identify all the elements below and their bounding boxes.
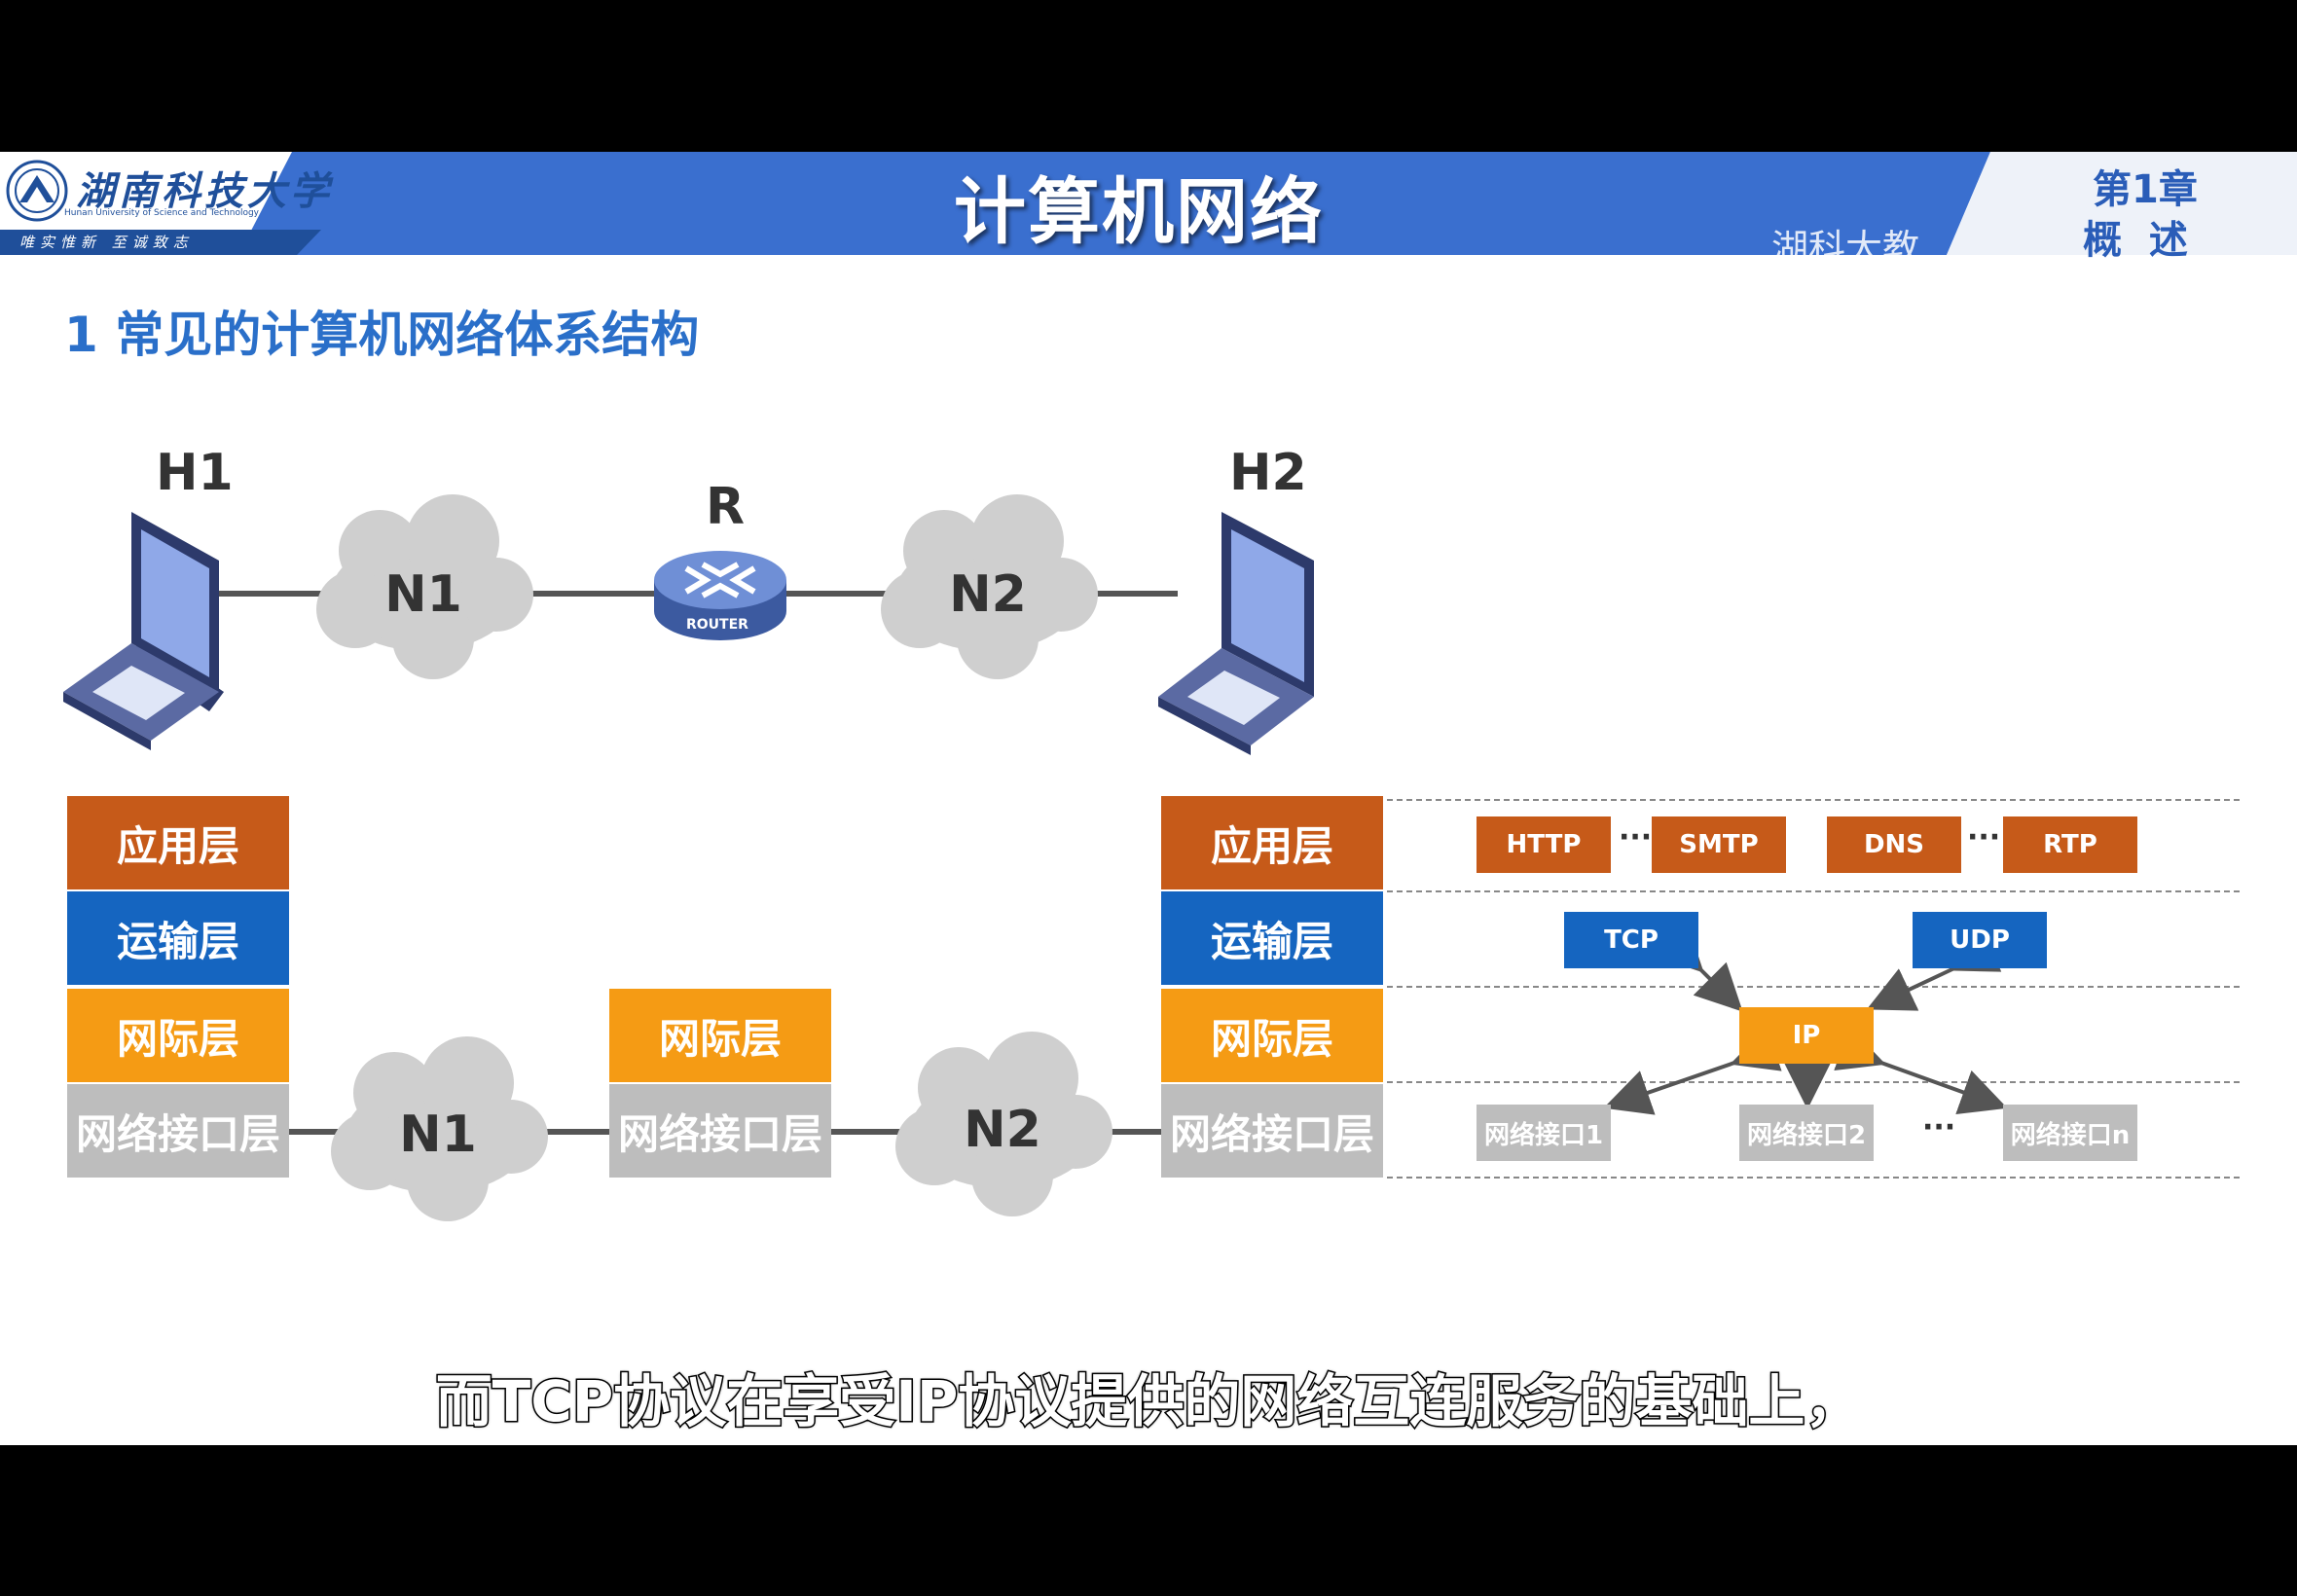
- protocol-rtp: RTP: [2003, 816, 2137, 873]
- cloud-n2-top: [881, 494, 1098, 679]
- chapter-title: 概 述: [2083, 218, 2188, 263]
- protocol-tcp: TCP: [1564, 912, 1698, 968]
- network-interface-1: 网络接口1: [1477, 1105, 1611, 1161]
- university-name: 湖南科技大学: [76, 168, 333, 214]
- laptop-h1-icon: [63, 512, 224, 750]
- network-n1-bottom-label: N1: [399, 1106, 477, 1164]
- page-title: 计算机网络: [954, 169, 1324, 254]
- network-interface-n: 网络接口n: [2003, 1105, 2137, 1161]
- router-internet-layer: 网际层: [609, 989, 831, 1082]
- h1-application-layer: 应用层: [67, 796, 289, 889]
- h1-internet-layer: 网际层: [67, 989, 289, 1082]
- header-banner: [0, 152, 2297, 255]
- interface-ellipsis: ···: [1922, 1110, 1956, 1144]
- university-seal-icon: [6, 160, 68, 222]
- h2-internet-layer: 网际层: [1161, 989, 1383, 1082]
- protocol-ip: IP: [1739, 1007, 1874, 1064]
- router-network-interface-layer: 网络接口层: [609, 1084, 831, 1178]
- section-heading: 1 常见的计算机网络体系结构: [64, 307, 700, 363]
- protocol-arrows: [1603, 923, 2008, 1115]
- h1-network-interface-layer: 网络接口层: [67, 1084, 289, 1178]
- cloud-n2-bottom: [895, 1032, 1112, 1216]
- network-n2-bottom-label: N2: [964, 1101, 1041, 1159]
- university-name-en: Hunan University of Science and Technolo…: [64, 208, 260, 218]
- network-n2-top-label: N2: [949, 565, 1027, 624]
- router-label: R: [706, 478, 746, 536]
- video-caption: 而TCP协议在享受IP协议提供的网络互连服务的基础上，: [434, 1367, 1863, 1436]
- h2-transport-layer: 运输层: [1161, 891, 1383, 985]
- slide: 湖南科技大学 Hunan University of Science and T…: [0, 152, 2297, 1445]
- laptop-h2-icon: [1158, 512, 1314, 755]
- network-n1-top-label: N1: [384, 565, 462, 624]
- protocol-dns: DNS: [1827, 816, 1961, 873]
- h1-transport-layer: 运输层: [67, 891, 289, 985]
- topology-graphics: [63, 494, 2243, 1221]
- protocol-udp: UDP: [1913, 912, 2047, 968]
- h2-network-interface-layer: 网络接口层: [1161, 1084, 1383, 1178]
- app-ellipsis-1: ···: [1619, 820, 1653, 854]
- cloud-n1-bottom: [331, 1036, 548, 1221]
- host-h1-label: H1: [156, 444, 234, 502]
- h2-application-layer: 应用层: [1161, 796, 1383, 889]
- protocol-http: HTTP: [1477, 816, 1611, 873]
- chapter-number: 第1章: [2093, 167, 2198, 212]
- protocol-smtp: SMTP: [1652, 816, 1786, 873]
- university-motto: 唯实惟新 至诚致志: [19, 234, 194, 251]
- host-h2-label: H2: [1229, 444, 1307, 502]
- cloud-n1-top: [316, 494, 533, 679]
- network-interface-2: 网络接口2: [1739, 1105, 1874, 1161]
- app-ellipsis-2: ···: [1967, 820, 2001, 854]
- router-icon: [654, 551, 786, 640]
- watermark: 湖科大教: [1771, 227, 1920, 270]
- router-badge: ROUTER: [686, 617, 748, 633]
